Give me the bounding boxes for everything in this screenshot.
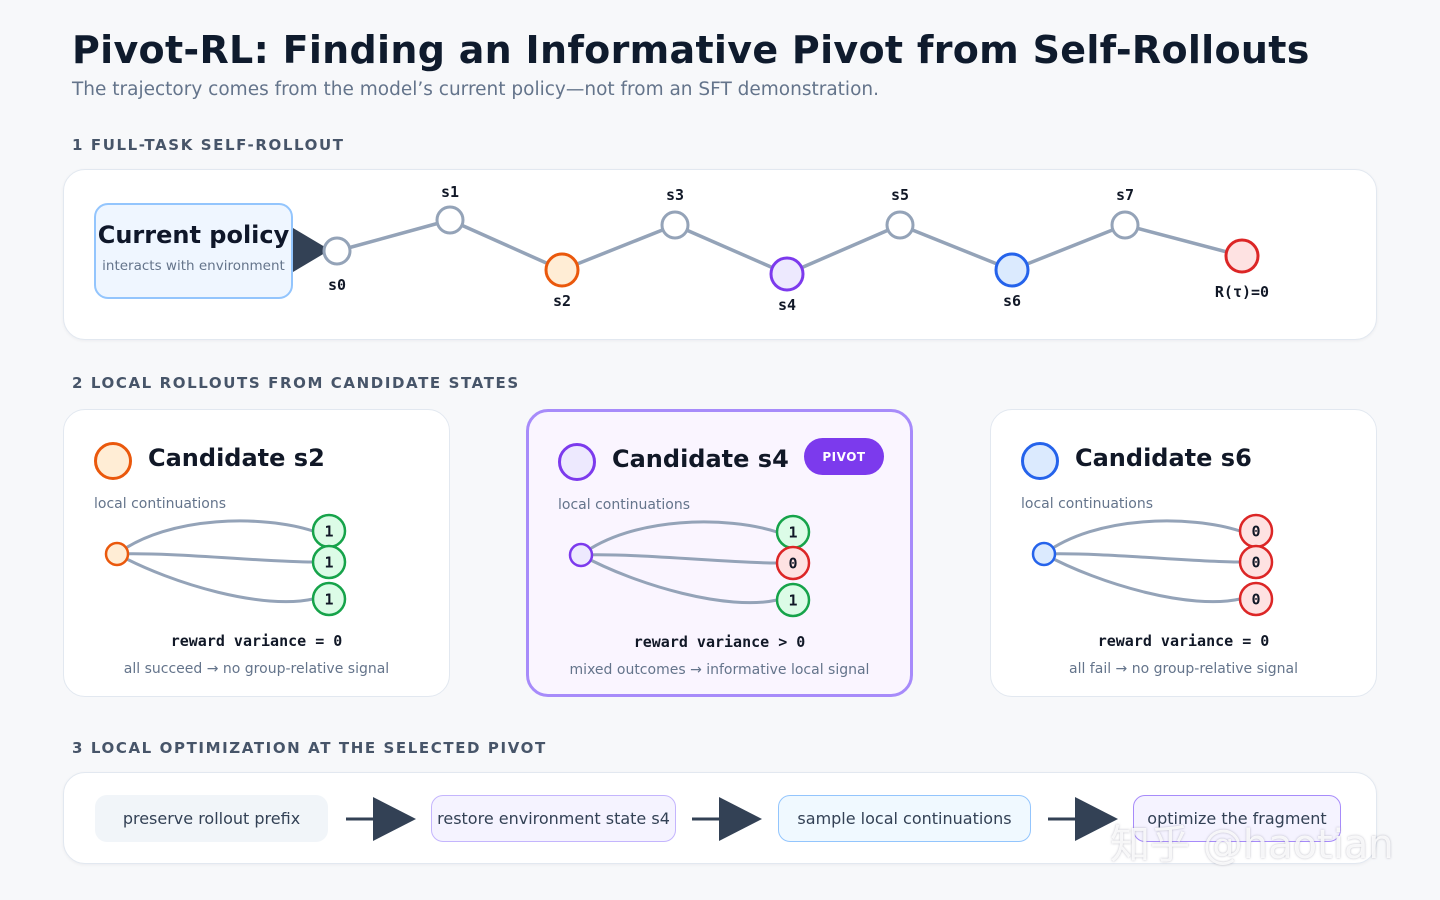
candidate-title: Candidate s2 [148, 444, 325, 472]
outcome-node [775, 545, 810, 580]
continuation-edge [580, 552, 777, 564]
policy-title: Current policy [97, 221, 290, 249]
outcome-node [1238, 581, 1274, 617]
step-restore-state: restore environment state s4 [431, 795, 676, 842]
outcome-label: 0 [1251, 554, 1260, 572]
step-preserve-prefix: preserve rollout prefix [95, 795, 328, 842]
candidate-marker-icon [558, 443, 596, 481]
outcome-node [775, 582, 810, 617]
continuation-edge [116, 519, 314, 556]
continuation-edge [1043, 519, 1241, 556]
outcome-label: 1 [324, 523, 333, 541]
step-optimize-fragment: optimize the fragment [1133, 795, 1341, 842]
candidate-note: all fail → no group-relative signal [1069, 661, 1298, 677]
step-sample-continuations: sample local continuations [778, 795, 1031, 842]
local-continuations-graph: 1 0 1 [568, 514, 810, 617]
candidate-note: all succeed → no group-relative signal [123, 661, 390, 677]
local-continuations-graph: 0 0 0 [1031, 513, 1274, 617]
candidate-origin-node [568, 542, 593, 567]
candidate-origin-node [104, 541, 130, 567]
outcome-label: 0 [1251, 591, 1260, 609]
continuation-edge [579, 553, 777, 604]
local-continuations-graph: 1 1 1 [104, 513, 347, 617]
reward-variance: reward variance = 0 [170, 632, 343, 650]
page-title: Pivot-RL: Finding an Informative Pivot f… [72, 28, 1310, 72]
candidate-subtitle: local continuations [94, 496, 227, 512]
reward-variance: reward variance = 0 [1097, 632, 1270, 650]
policy-subtitle: interacts with environment [102, 258, 285, 274]
outcome-label: 0 [1251, 523, 1260, 541]
pivot-badge: PIVOT [804, 438, 884, 475]
candidate-card-s2: Candidate s2 local continuations 1 1 1 rew… [63, 409, 450, 697]
section-2-label: 2 LOCAL ROLLOUTS FROM CANDIDATE STATES [72, 374, 520, 392]
candidate-card-s4: Candidate s4 PIVOT local continuations 1… [526, 409, 913, 697]
outcome-label: 0 [788, 554, 797, 572]
outcome-node [311, 544, 347, 580]
continuation-edge [116, 552, 314, 604]
candidate-note: mixed outcomes → informative local signa… [569, 662, 870, 678]
candidate-title: Candidate s4 [612, 445, 789, 473]
candidate-subtitle: local continuations [1021, 496, 1154, 512]
continuation-edge [1043, 552, 1241, 604]
current-policy-box: Current policy interacts with environmen… [94, 203, 293, 299]
candidate-card-s6: Candidate s6 local continuations 0 0 0 rew… [990, 409, 1377, 697]
section-3-label: 3 LOCAL OPTIMIZATION AT THE SELECTED PIV… [72, 739, 547, 757]
watermark: 知乎 @haotian [1110, 822, 1394, 868]
candidate-marker-icon [1021, 442, 1059, 480]
continuation-edge [1043, 552, 1241, 564]
outcome-node [311, 581, 347, 617]
outcome-label: 1 [324, 554, 333, 572]
candidate-title: Candidate s6 [1075, 444, 1252, 472]
section-1-label: 1 FULL-TASK SELF-ROLLOUT [72, 136, 345, 154]
page-subtitle: The trajectory comes from the model’s cu… [72, 79, 879, 100]
reward-variance: reward variance > 0 [633, 633, 806, 651]
continuation-edge [579, 519, 777, 556]
outcome-label: 1 [788, 591, 797, 609]
outcome-label: 1 [324, 591, 333, 609]
outcome-label: 1 [788, 523, 797, 541]
outcome-node [1238, 544, 1274, 580]
continuation-edge [116, 552, 314, 564]
candidate-subtitle: local continuations [558, 497, 691, 513]
candidate-marker-icon [94, 442, 132, 480]
candidate-origin-node [1031, 541, 1057, 567]
